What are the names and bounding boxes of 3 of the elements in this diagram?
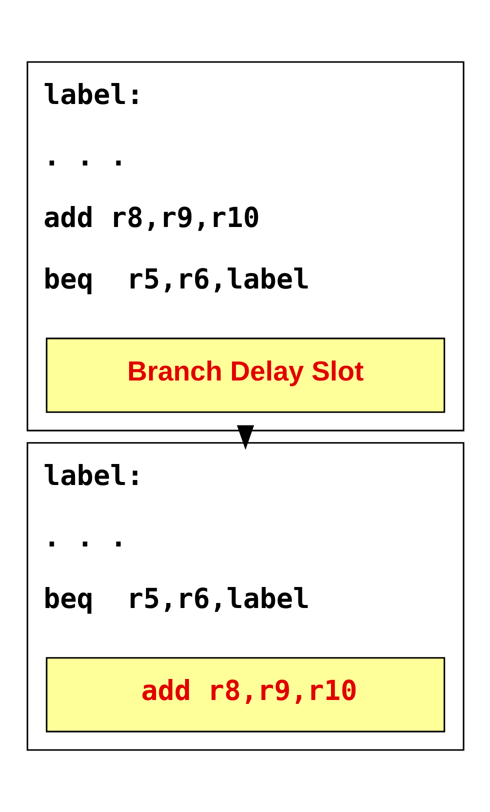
node-box: Branch Delay Slot [45,338,445,413]
arrow [236,425,254,450]
node-box: add r8,r9,r10 [45,657,445,732]
